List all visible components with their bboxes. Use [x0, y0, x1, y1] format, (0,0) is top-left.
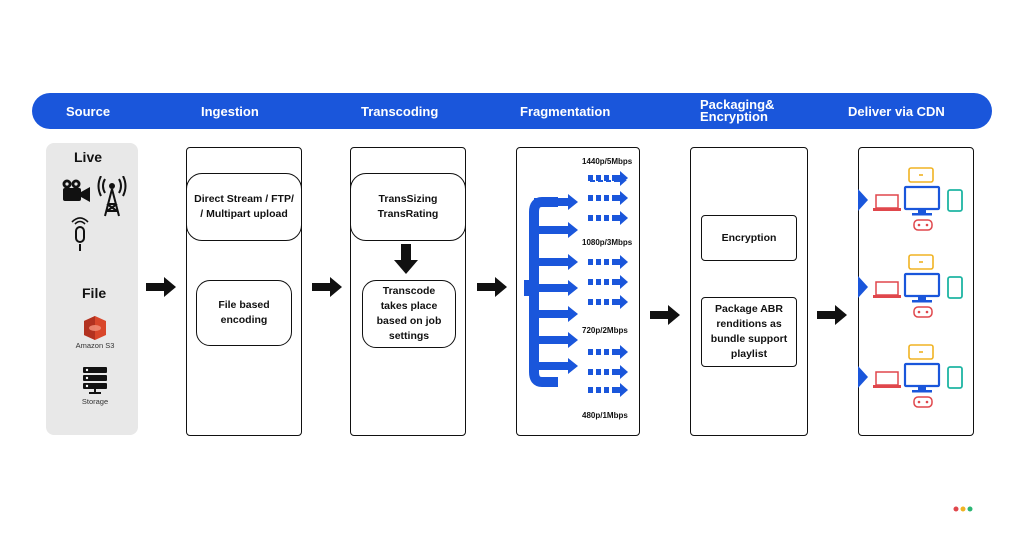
device-group: [858, 167, 963, 231]
stage-ingestion-label: Ingestion: [201, 103, 259, 119]
amazon-s3-icon: [84, 316, 106, 340]
stage-packaging-label: Packaging& Encryption: [700, 97, 775, 124]
stage-transcoding-label: Transcoding: [361, 103, 439, 119]
package-abr-node: Package ABR renditions as bundle support…: [701, 297, 797, 367]
packaging-box: [690, 147, 808, 436]
tablet-icon: [908, 344, 934, 360]
rendition-label-1440: 1440p/5Mbps: [582, 157, 633, 166]
transsizing-node: TransSizing TransRating: [350, 173, 466, 241]
stage-fragmentation-label: Fragmentation: [520, 103, 611, 119]
rendition-label-1080: 1080p/3Mbps: [582, 238, 633, 247]
monitor-icon: [903, 362, 941, 393]
flow-arrow: [650, 305, 680, 325]
flow-arrow: [146, 277, 176, 297]
gamepad-icon: [913, 219, 933, 231]
gamepad-icon: [913, 306, 933, 318]
rendition-label-480: 480p/1Mbps: [582, 411, 628, 420]
tablet-icon: [908, 167, 934, 183]
device-group: [858, 254, 963, 318]
monitor-icon: [903, 185, 941, 216]
monitor-icon: [903, 272, 941, 303]
rendition-stream-arrows: [588, 171, 628, 397]
storage-server-icon: [83, 367, 107, 394]
flow-arrow: [312, 277, 342, 297]
microphone-icon: [71, 217, 89, 251]
gamepad-icon: [913, 396, 933, 408]
file-encoding-node: File based encoding: [196, 280, 292, 346]
phone-icon: [947, 189, 963, 212]
stage-header-bar: [32, 93, 992, 129]
storage-label: Storage: [81, 397, 109, 406]
amazon-s3-label: Amazon S3: [75, 341, 115, 350]
file-label: File: [82, 285, 107, 301]
transcode-job-node: Transcode takes place based on job setti…: [362, 280, 456, 348]
phone-icon: [947, 276, 963, 299]
brand-dots-icon: [953, 506, 973, 512]
radio-tower-icon: [97, 176, 127, 217]
laptop-icon: [873, 371, 901, 388]
rendition-label-720: 720p/2Mbps: [582, 326, 628, 335]
laptop-icon: [873, 281, 901, 298]
device-group: [858, 344, 963, 408]
live-label: Live: [74, 149, 103, 165]
flow-arrow: [477, 277, 507, 297]
laptop-icon: [873, 194, 901, 211]
phone-icon: [947, 366, 963, 389]
encryption-node: Encryption: [701, 215, 797, 261]
direct-stream-node: Direct Stream / FTP/ / Multipart upload: [186, 173, 302, 241]
stage-deliver-label: Deliver via CDN: [848, 103, 945, 119]
fragmentation-flow-diagram: [524, 180, 627, 387]
video-camera-icon: [62, 179, 90, 202]
flow-arrow: [817, 305, 847, 325]
down-arrow: [394, 244, 418, 274]
stage-source-label: Source: [66, 103, 111, 119]
tablet-icon: [908, 254, 934, 270]
